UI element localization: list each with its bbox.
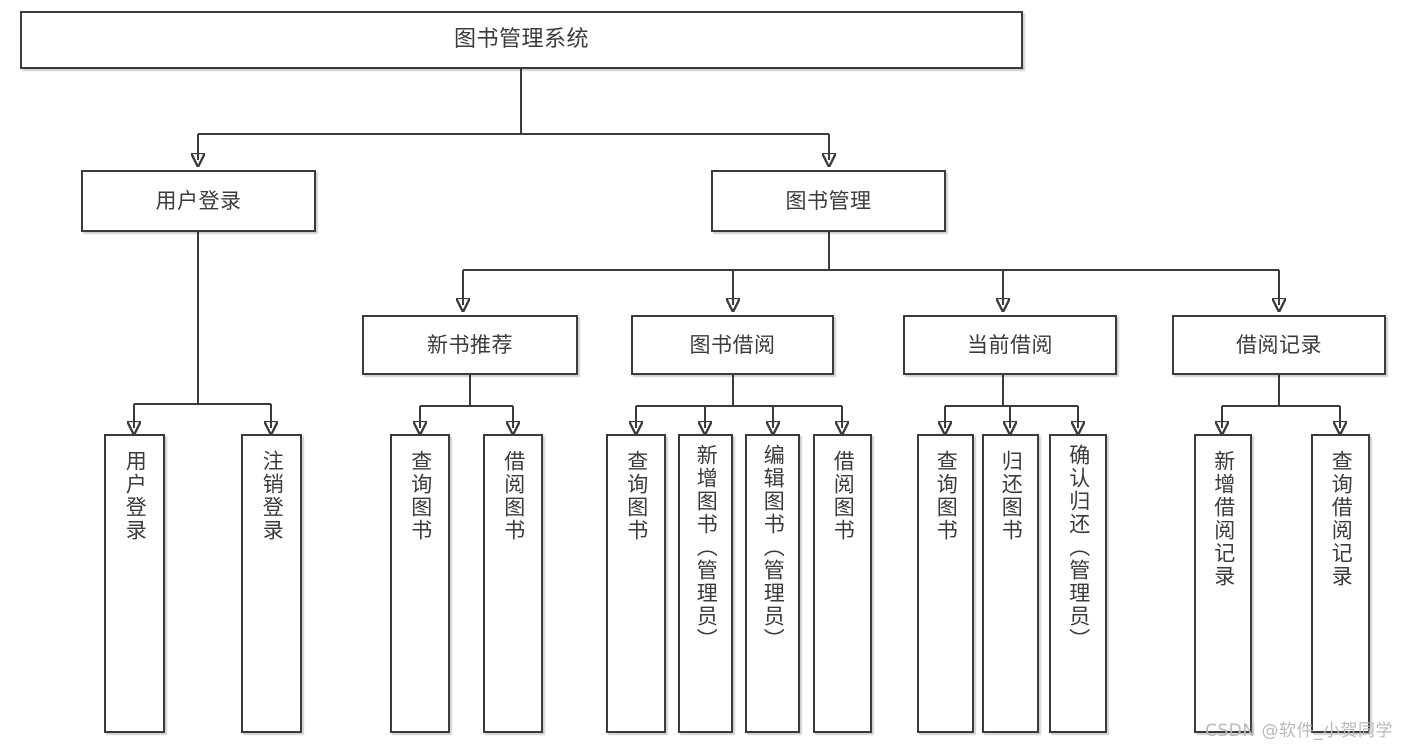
node-leaf-current-borrow-query[interactable]: 查询图书 [917, 434, 974, 733]
node-leaf-book-borrow-add[interactable]: 新增图书（管理员） [678, 434, 733, 733]
node-leaf-book-borrow-query[interactable]: 查询图书 [606, 434, 666, 733]
node-label: 用户登录 [123, 450, 148, 542]
node-leaf-current-borrow-return[interactable]: 归还图书 [982, 434, 1039, 733]
node-label: 借阅记录 [1236, 332, 1322, 357]
node-label: 归还图书 [999, 450, 1024, 542]
node-label: 查询图书 [624, 450, 649, 542]
node-label: 新增图书（管理员） [694, 444, 719, 651]
node-label: 当前借阅 [967, 332, 1053, 357]
node-label: 确认归还（管理员） [1066, 444, 1091, 651]
node-leaf-book-borrow-edit[interactable]: 编辑图书（管理员） [745, 434, 800, 733]
node-leaf-user-login-logout[interactable]: 注销登录 [241, 434, 302, 733]
node-label: 查询借阅记录 [1329, 450, 1354, 588]
node-leaf-new-book-borrow[interactable]: 借阅图书 [483, 434, 543, 733]
node-label: 编辑图书（管理员） [761, 444, 786, 651]
node-leaf-new-book-query[interactable]: 查询图书 [390, 434, 450, 733]
node-book-management[interactable]: 图书管理 [711, 170, 946, 232]
node-leaf-borrow-record-query[interactable]: 查询借阅记录 [1311, 434, 1370, 733]
node-label: 注销登录 [260, 450, 285, 542]
node-leaf-current-borrow-confirm[interactable]: 确认归还（管理员） [1049, 434, 1107, 733]
node-current-borrow[interactable]: 当前借阅 [903, 315, 1117, 375]
node-borrow-record[interactable]: 借阅记录 [1172, 315, 1386, 375]
node-label: 图书借阅 [689, 332, 776, 357]
node-leaf-user-login-login[interactable]: 用户登录 [104, 434, 165, 733]
node-leaf-borrow-record-add[interactable]: 新增借阅记录 [1194, 434, 1252, 733]
node-label: 借阅图书 [831, 450, 856, 542]
node-label: 新增借阅记录 [1211, 450, 1236, 588]
node-user-login[interactable]: 用户登录 [81, 170, 316, 232]
node-label: 查询图书 [408, 450, 433, 542]
node-label: 查询图书 [934, 450, 959, 542]
node-book-borrow[interactable]: 图书借阅 [631, 315, 834, 375]
node-new-book-recommend[interactable]: 新书推荐 [362, 315, 578, 375]
node-label: 用户登录 [155, 188, 242, 213]
node-label: 图书管理 [785, 188, 872, 213]
node-root-system[interactable]: 图书管理系统 [20, 11, 1023, 69]
node-label: 借阅图书 [501, 450, 526, 542]
watermark: CSDN @软件_小贺同学 [1205, 721, 1393, 741]
node-label: 新书推荐 [427, 332, 513, 357]
node-label: 图书管理系统 [453, 27, 589, 53]
node-leaf-book-borrow-borrow[interactable]: 借阅图书 [813, 434, 872, 733]
